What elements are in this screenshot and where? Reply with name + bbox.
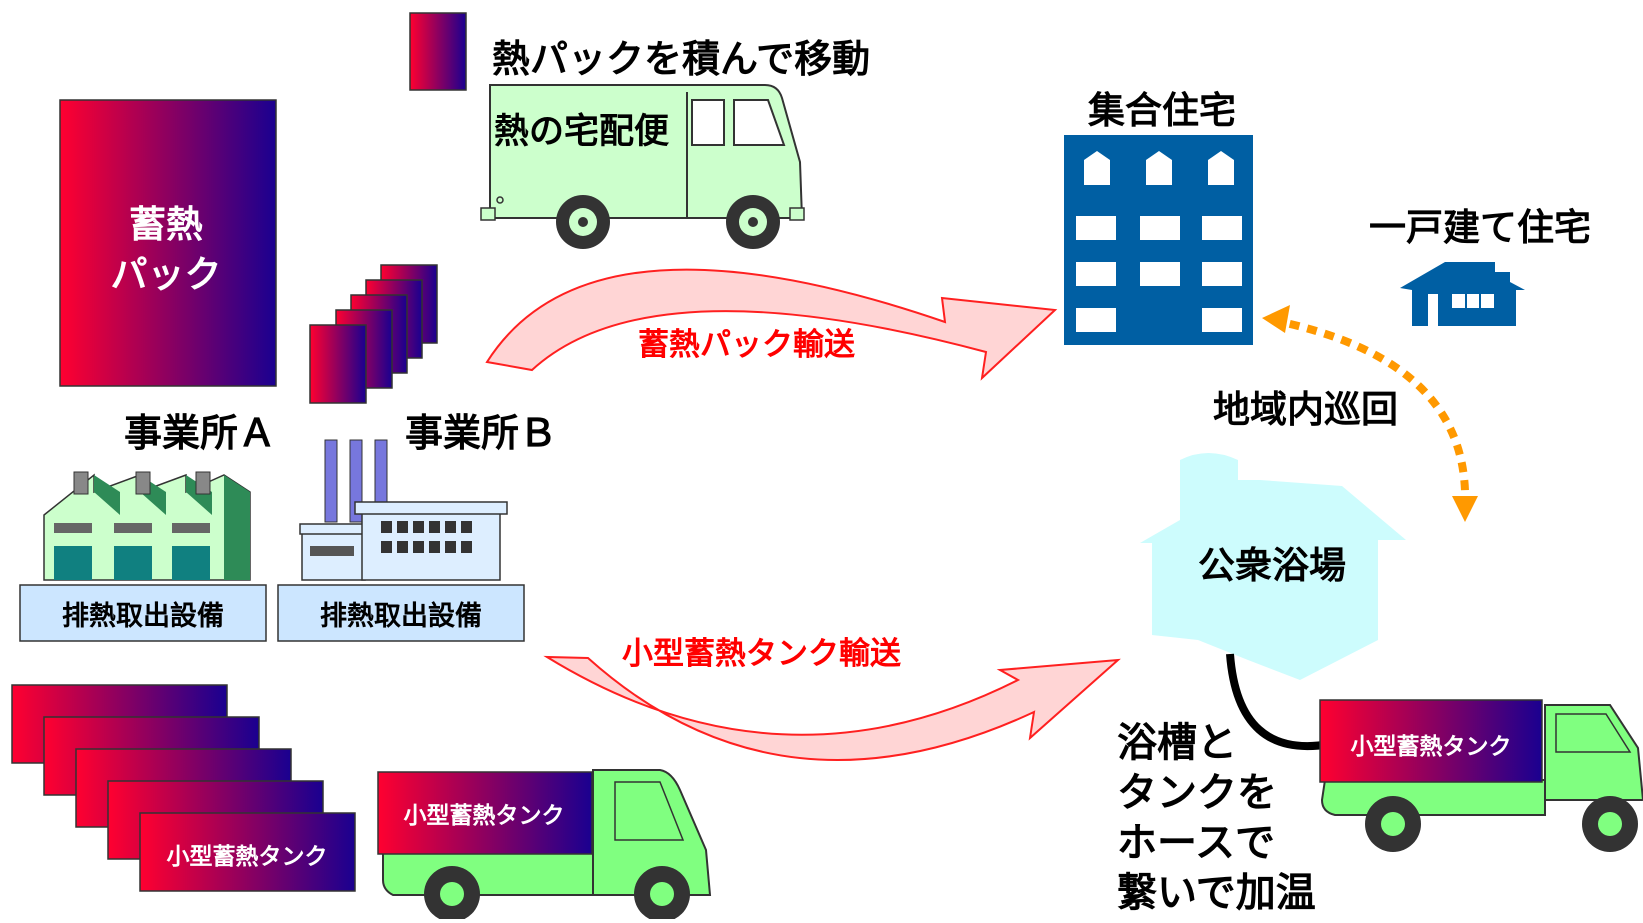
local-patrol-arrow: 地域内巡回 (1213, 305, 1478, 522)
big-pack-label-line2: パック (111, 253, 222, 296)
pack-transport-arrow: 蓄熱パック輸送 (485, 268, 1058, 381)
house-icon: 一戸建て住宅 (1369, 206, 1591, 326)
delivery-van-icon: 熱の宅配便 (480, 84, 805, 249)
hose-note-line3: ホースで (1117, 820, 1275, 866)
exhaust-box-b: 排熱取出設備 (277, 584, 525, 642)
factory-a-icon (43, 471, 251, 581)
truck-icon: 小型蓄熱タンク (377, 769, 712, 922)
local-patrol-label: 地域内巡回 (1213, 388, 1398, 431)
stacked-small-tanks: 小型蓄熱タンク (11, 684, 356, 892)
heat-pack-legend: 熱パックを積んで移動 (409, 12, 870, 91)
right-truck-tank-label: 小型蓄熱タンク (1351, 734, 1512, 760)
truck-right: 小型蓄熱タンク (1319, 699, 1643, 852)
apartment-building-icon: 集合住宅 (1064, 89, 1253, 345)
van-label: 熱の宅配便 (494, 111, 670, 152)
right-truck-tank (1319, 699, 1543, 783)
exhaust-a-label: 排熱取出設備 (62, 600, 224, 632)
big-pack-label-line1: 蓄熱 (129, 203, 203, 246)
office-a-label: 事業所Ａ (124, 411, 276, 455)
curved-arrow-icon (485, 268, 1058, 381)
truck-tank (377, 771, 593, 855)
heat-pack-legend-label: 熱パックを積んで移動 (492, 37, 870, 81)
factory-b-icon (299, 439, 508, 581)
office-b-label: 事業所Ｂ (405, 411, 557, 455)
truck-tank-label: 小型蓄熱タンク (404, 803, 565, 829)
heat-pack-icon (409, 12, 467, 91)
small-tank-stack-label: 小型蓄熱タンク (167, 844, 328, 870)
pack-transport-label: 蓄熱パック輸送 (638, 327, 855, 363)
tank-transport-label: 小型蓄熱タンク輸送 (622, 636, 901, 672)
tank-transport-arrow: 小型蓄熱タンク輸送 (543, 636, 1121, 761)
hose-note: 浴槽と タンクを ホースで 繋いで加温 (1117, 720, 1316, 916)
hose-note-line1: 浴槽と (1117, 720, 1237, 766)
exhaust-box-a: 排熱取出設備 (19, 584, 267, 642)
exhaust-b-label: 排熱取出設備 (320, 600, 482, 632)
hose-note-line4: 繋いで加温 (1117, 870, 1316, 916)
dotted-double-arrow-icon (1271, 316, 1470, 506)
hose-note-line2: タンクを (1117, 770, 1277, 816)
apartment-label: 集合住宅 (1087, 89, 1236, 132)
bathhouse-icon: 公衆浴場 (1140, 453, 1406, 680)
bathhouse-label: 公衆浴場 (1198, 544, 1346, 587)
big-heat-pack: 蓄熱 パック (59, 99, 277, 387)
big-heat-pack-icon (59, 99, 277, 387)
detached-house-label: 一戸建て住宅 (1369, 206, 1591, 249)
stacked-heat-packs (309, 264, 438, 404)
hose (1226, 653, 1331, 751)
curved-arrow-icon (543, 655, 1121, 761)
